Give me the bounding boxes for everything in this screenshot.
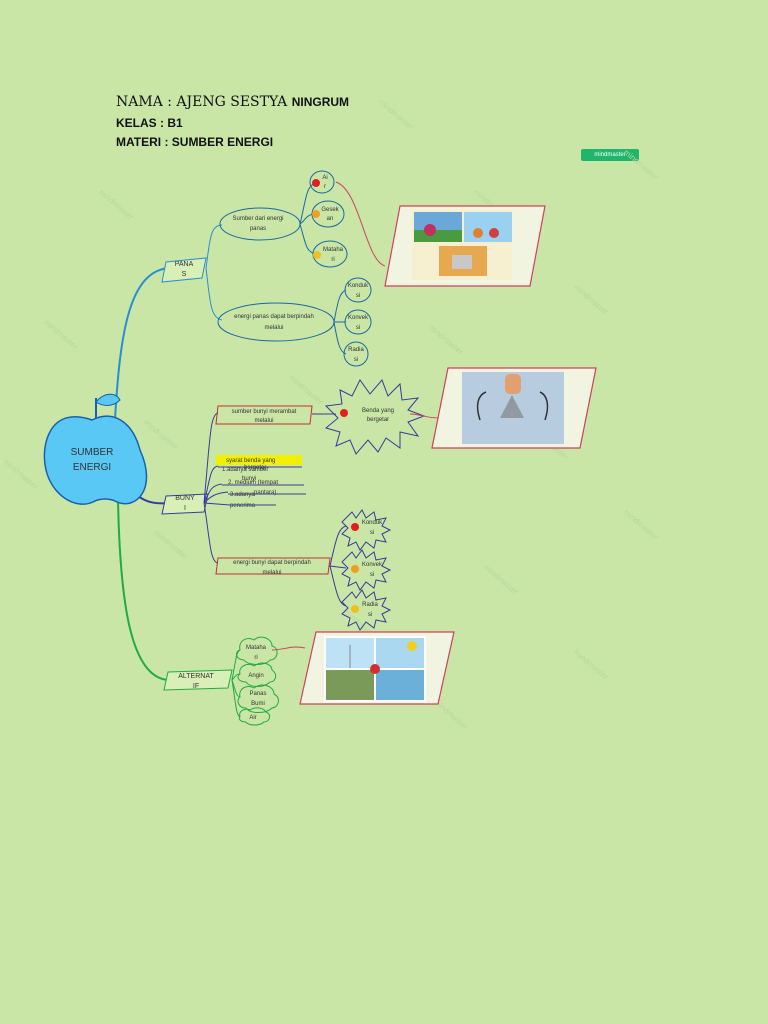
svg-text:ri: ri	[254, 655, 257, 661]
root-apple[interactable]: SUMBER ENERGI	[43, 393, 148, 505]
number-3-icon	[351, 605, 359, 613]
bunyi-konveksi[interactable]: Konvek si	[341, 549, 392, 591]
alt-picture-frame	[299, 631, 455, 705]
picture-water	[376, 670, 424, 700]
node-pindah-bunyi[interactable]: energi bunyi dapat berpindah melalui	[215, 557, 331, 576]
svg-text:IF: IF	[193, 683, 199, 690]
sumber-panas-l1: Sumber dari energi	[232, 216, 283, 222]
svg-text:melalui: melalui	[262, 570, 281, 576]
svg-text:energi bunyi dapat berpindah: energi bunyi dapat berpindah	[233, 560, 311, 566]
svg-text:Air: Air	[249, 715, 256, 721]
svg-text:3.adanya: 3.adanya	[230, 492, 255, 498]
svg-text:2. medium (tempat: 2. medium (tempat	[228, 480, 278, 486]
node-sumber-panas[interactable]: Sumber dari energi panas	[219, 207, 301, 241]
bunyi-konduksi[interactable]: Konduk si	[341, 509, 392, 551]
svg-text:Konduk: Konduk	[348, 283, 369, 289]
syarat-3[interactable]: 3.adanya penerima	[228, 492, 306, 509]
svg-text:1.adanya sumber: 1.adanya sumber	[222, 467, 268, 473]
number-3-icon	[313, 251, 321, 259]
svg-text:bergetar: bergetar	[367, 417, 389, 423]
node-pindah-panas[interactable]: energi panas dapat berpindah melalui	[217, 302, 335, 342]
alt-angin[interactable]: Angin	[237, 662, 277, 687]
panas-src-matahari[interactable]: Mataha ri	[312, 240, 348, 268]
svg-text:Konvek: Konvek	[348, 315, 369, 321]
svg-text:Mataha: Mataha	[246, 645, 267, 651]
svg-text:Konvek: Konvek	[362, 562, 383, 568]
node-alternatif[interactable]: ALTERNAT IF	[163, 669, 233, 691]
svg-text:si: si	[368, 612, 372, 618]
svg-text:Radia: Radia	[348, 347, 364, 353]
panas-label-1: PANA	[175, 261, 194, 268]
svg-text:si: si	[370, 572, 374, 578]
syarat-2[interactable]: 2. medium (tempat pantara)	[222, 480, 304, 496]
svg-text:r: r	[324, 184, 326, 190]
panas-src-air[interactable]: Ai r	[309, 170, 335, 194]
svg-text:Mataha: Mataha	[323, 247, 344, 253]
title-nama: NAMA : AJENG SESTYA NINGRUM	[116, 94, 349, 110]
node-bunyi[interactable]: BUNY I	[161, 493, 209, 515]
root-label-2: ENERGI	[73, 462, 111, 473]
svg-text:penerima: penerima	[230, 503, 256, 509]
number-1-icon	[312, 179, 320, 187]
svg-text:Benda yang: Benda yang	[362, 408, 394, 414]
svg-text:pantara): pantara)	[254, 490, 276, 496]
svg-text:Ai: Ai	[322, 175, 327, 181]
svg-text:sumber bunyi merambat: sumber bunyi merambat	[232, 409, 297, 415]
picture-geothermal	[326, 670, 374, 700]
branch-alternatif	[117, 499, 171, 681]
sumber-panas-l2: panas	[250, 226, 266, 232]
node-syarat[interactable]: syarat benda yang bergetar	[216, 455, 302, 471]
branch-panas	[114, 267, 171, 421]
svg-text:Bumi: Bumi	[251, 701, 265, 707]
panas-src-gesekan[interactable]: Gesek an	[311, 200, 345, 228]
svg-text:si: si	[370, 530, 374, 536]
node-panas[interactable]: PANA S	[161, 257, 207, 283]
syarat-1[interactable]: 1.adanya sumber bunyi	[218, 466, 302, 482]
picture-people	[464, 212, 512, 242]
svg-text:ALTERNAT: ALTERNAT	[178, 673, 214, 680]
panas-konveksi[interactable]: Konvek si	[344, 309, 372, 335]
panas-radiasi[interactable]: Radia si	[343, 341, 369, 367]
svg-text:Konduk: Konduk	[362, 520, 383, 526]
svg-text:si: si	[356, 293, 360, 299]
bunyi-picture-frame	[431, 367, 597, 449]
bunyi-radiasi[interactable]: Radia si	[341, 589, 392, 631]
nama-text: NAMA : AJENG SESTYA	[116, 94, 288, 110]
number-2-icon	[351, 565, 359, 573]
panas-picture-frame	[384, 205, 546, 287]
alt-air[interactable]: Air	[238, 707, 271, 726]
nama-tail: NINGRUM	[291, 95, 350, 109]
svg-text:Angin: Angin	[248, 673, 263, 679]
svg-text:BUNY: BUNY	[175, 495, 195, 502]
svg-text:melalui: melalui	[264, 325, 283, 331]
svg-text:syarat benda yang: syarat benda yang	[226, 458, 275, 464]
title-materi: MATERI : SUMBER ENERGI	[116, 135, 274, 149]
alt-matahari[interactable]: Mataha ri	[236, 636, 278, 665]
title-kelas: KELAS : B1	[116, 116, 183, 130]
number-1-icon	[351, 523, 359, 531]
svg-text:melalui: melalui	[254, 418, 273, 424]
panas-konduksi[interactable]: Konduk si	[344, 277, 372, 303]
svg-text:I: I	[184, 505, 186, 512]
svg-text:bergetar: bergetar	[244, 465, 266, 471]
svg-text:si: si	[354, 357, 358, 363]
svg-text:Panas: Panas	[249, 691, 266, 697]
svg-text:Radia: Radia	[362, 602, 378, 608]
node-merambat[interactable]: sumber bunyi merambat melalui	[215, 405, 313, 425]
panas-label-2: S	[182, 271, 187, 278]
svg-text:bunyi: bunyi	[242, 476, 256, 482]
svg-text:an: an	[327, 216, 334, 222]
root-label-1: SUMBER	[71, 447, 114, 458]
number-2-icon	[312, 210, 320, 218]
node-benda-bergetar[interactable]: Benda yang bergetar	[324, 379, 426, 455]
number-1-icon	[340, 409, 348, 417]
picture-solar	[376, 638, 424, 668]
svg-text:Gesek: Gesek	[321, 207, 339, 213]
mindmaster-badge[interactable]: mindmaster	[581, 149, 639, 161]
svg-text:ri: ri	[331, 257, 334, 263]
alt-panas-bumi[interactable]: Panas Bumi	[237, 684, 279, 713]
svg-text:si: si	[356, 325, 360, 331]
svg-text:energi panas dapat berpindah: energi panas dapat berpindah	[234, 314, 314, 320]
